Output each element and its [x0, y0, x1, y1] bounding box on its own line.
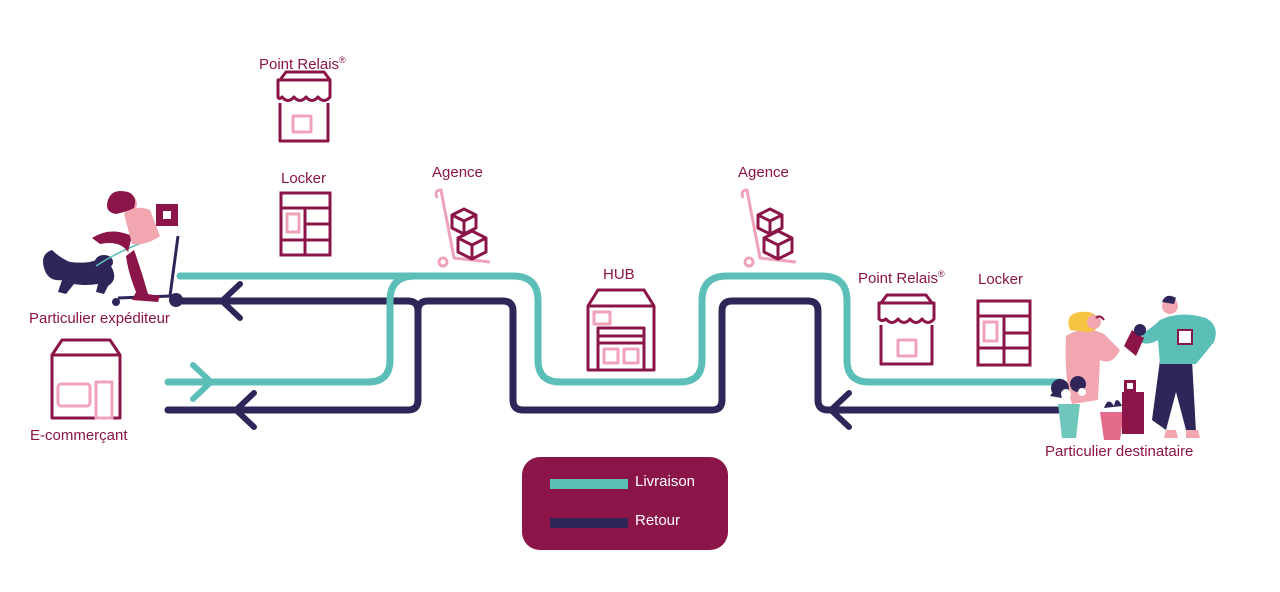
livraison-swatch: [550, 479, 628, 489]
locker-icon: [976, 299, 1032, 367]
point-relais-right-label: Point Relais®: [858, 269, 945, 287]
registered-mark: ®: [339, 55, 346, 65]
hub-label: HUB: [603, 266, 635, 283]
e-commercant-store-icon: [50, 338, 122, 420]
arrow-right-icon: [190, 362, 214, 402]
locker-right-label: Locker: [978, 271, 1024, 288]
arrow-left-icon: [828, 390, 852, 430]
hub-warehouse-icon: [586, 288, 656, 372]
arrow-left-icon: [219, 281, 243, 321]
e-commercant-label: E-commerçant: [30, 427, 128, 444]
agence-right-label: Agence: [738, 164, 789, 181]
retour-line: [164, 297, 1064, 414]
agence-left-label: Agence: [432, 164, 483, 181]
sender-person-illustration: [43, 191, 183, 307]
recipient-people-illustration: [1050, 295, 1216, 440]
point-relais-shop-icon: [877, 293, 936, 366]
retour-legend-label: Retour: [635, 512, 681, 529]
livraison-line: [164, 272, 1064, 386]
particulier-destinataire-label: Particulier destinataire: [1045, 443, 1194, 460]
particulier-expediteur-label: Particulier expéditeur: [29, 310, 170, 327]
legend: Livraison Retour: [522, 457, 728, 550]
locker-icon: [279, 191, 332, 257]
locker-left-label: Locker: [281, 170, 327, 187]
registered-mark: ®: [938, 269, 945, 279]
livraison-legend-label: Livraison: [635, 473, 696, 490]
agence-handtruck-icon: [434, 188, 491, 268]
point-relais-shop-icon: [276, 70, 332, 143]
retour-swatch: [550, 518, 628, 528]
arrow-left-icon: [233, 390, 257, 430]
agence-handtruck-icon: [740, 188, 797, 268]
point-relais-top-label: Point Relais®: [259, 55, 346, 73]
